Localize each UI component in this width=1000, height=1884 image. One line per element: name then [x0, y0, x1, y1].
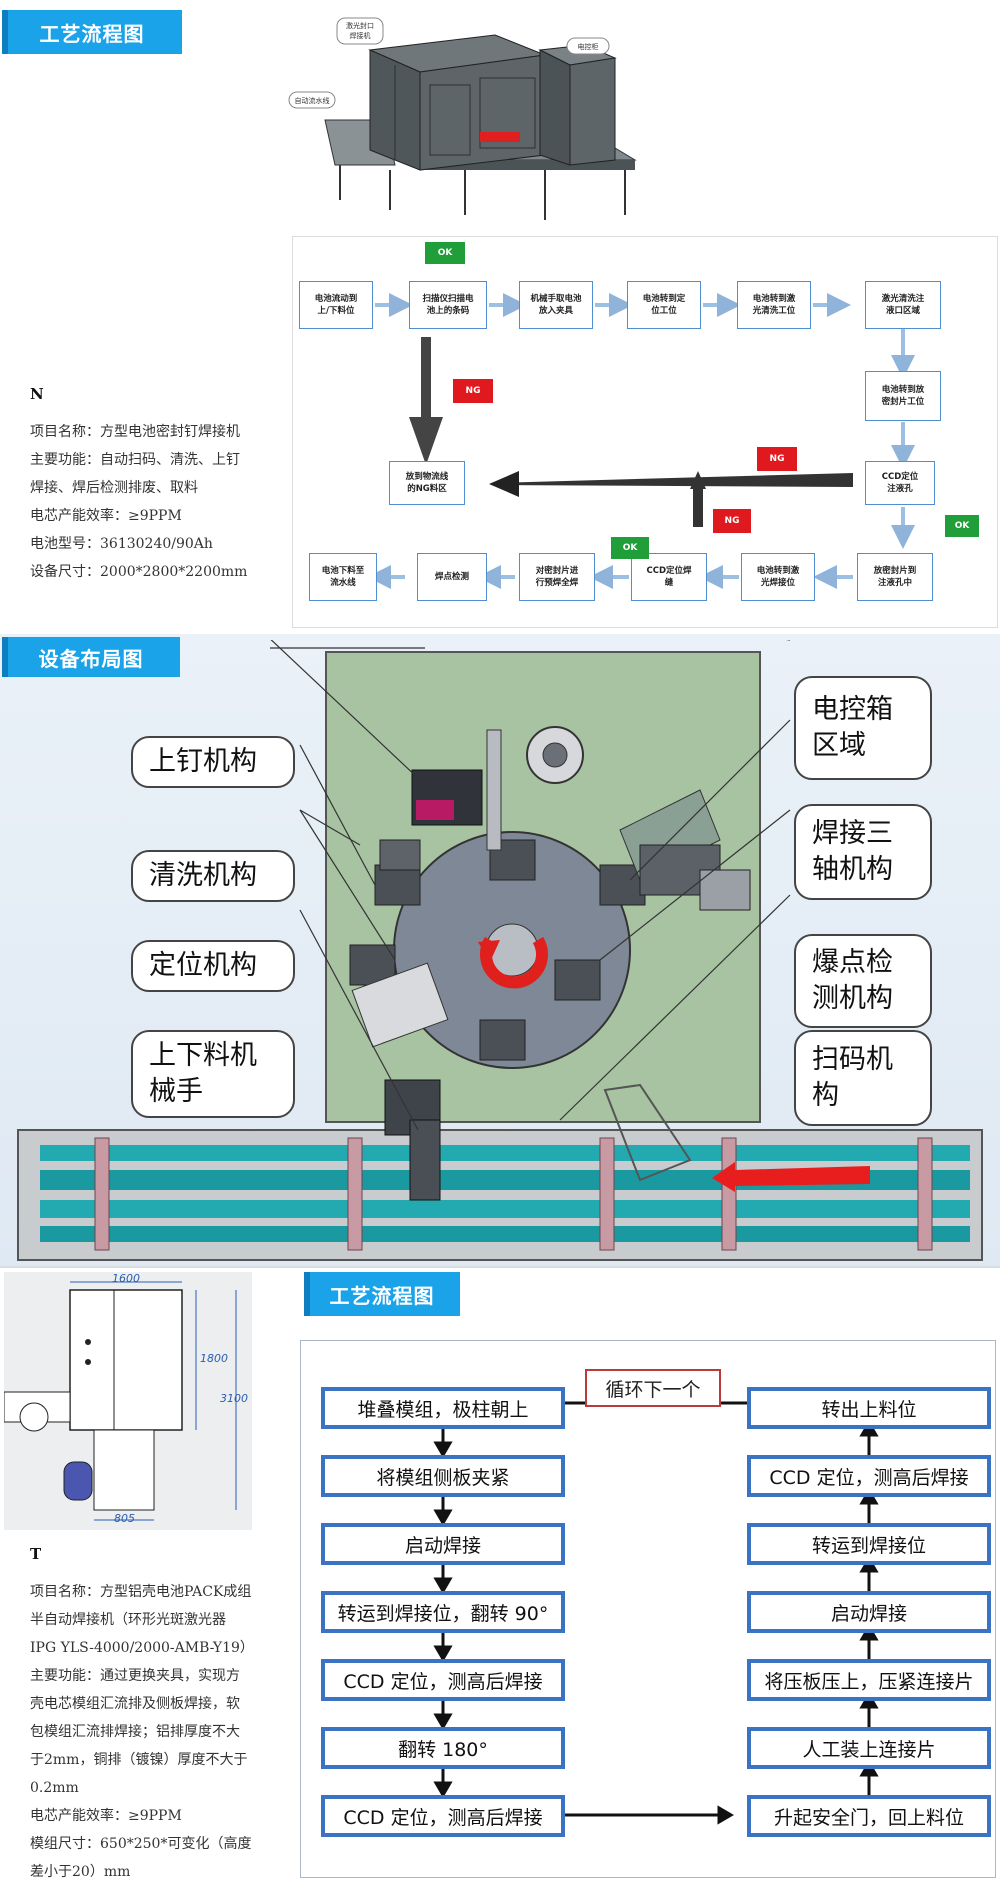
ok-badge: OK	[425, 242, 465, 264]
info-line: 电池型号：36130240/90Ah	[30, 536, 213, 552]
flow2-left-step-6: 翻转 180°	[321, 1727, 565, 1769]
info-line: 于2mm，铜排（镀镍）厚度不大于	[30, 1752, 248, 1768]
info-line: IPG YLS-4000/2000-AMB-Y19）	[30, 1640, 254, 1656]
label-welder-1: 激光封口	[346, 21, 374, 30]
callout-weld-detect: 爆点检 测机构	[794, 934, 932, 1028]
flow-step-2: 扫描仪扫描电 池上的条码	[409, 281, 487, 329]
flow-arrows	[367, 293, 915, 589]
flow2-right-step-6: 人工装上连接片	[747, 1727, 991, 1769]
flow-step-13: 焊点检测	[417, 553, 487, 601]
flow2-right-step-1: 转出上料位	[747, 1387, 991, 1429]
flow-step-3: 机械手取电池 放入夹具	[519, 281, 593, 329]
info-line: 壳电芯模组汇流排及侧板焊接，软	[30, 1696, 240, 1712]
dim-width: 1600	[112, 1272, 140, 1285]
flow-step-8: CCD定位 注液孔	[865, 461, 935, 505]
info-line: 电芯产能效率：≥9PPM	[30, 508, 182, 524]
flow-step-12: 对密封片进 行预焊全焊	[519, 553, 595, 601]
ok-badge: OK	[945, 515, 979, 537]
flow2-left-step-5: CCD 定位，测高后焊接	[321, 1659, 565, 1701]
label-welder-2: 焊接机	[350, 31, 371, 40]
ng-badge: NG	[757, 447, 797, 471]
section-tag-layout: 设备布局图	[2, 637, 180, 677]
flow-step-1: 电池流动到 上/下料位	[299, 281, 373, 329]
flow2-left-step-4: 转运到焊接位，翻转 90°	[321, 1591, 565, 1633]
flow2-right-step-7: 升起安全门，回上料位	[747, 1795, 991, 1837]
info-line: 0.2mm	[30, 1780, 79, 1796]
info-line: 焊接、焊后检测排废、取料	[30, 480, 198, 496]
callout-clean-mechanism: 清洗机构	[131, 850, 295, 902]
ok-badge: OK	[611, 537, 649, 559]
process-flowchart-1: 电池流动到 上/下料位 扫描仪扫描电 池上的条码 机械手取电池 放入夹具 电池转…	[292, 236, 998, 628]
flow-step-ng: 放到物流线 的NG料区	[389, 461, 465, 505]
machine-dimension-drawing: 1600 1800 3100 805	[3, 1272, 252, 1530]
dim-height-1: 1800	[200, 1352, 228, 1365]
flow2-left-step-3: 启动焊接	[321, 1523, 565, 1565]
label-line: 自动流水线	[295, 96, 330, 105]
info-line: 设备尺寸：2000*2800*2200mm	[30, 564, 248, 580]
info-line: 模组尺寸：650*250*可变化（高度	[30, 1836, 252, 1852]
flow-step-5: 电池转到激 光清洗工位	[737, 281, 811, 329]
info-line: 项目名称：方型电池密封钉焊接机	[30, 424, 240, 440]
project-info-t: T 项目名称：方型铝壳电池PACK成组 半自动焊接机（环形光斑激光器 IPG Y…	[30, 1540, 280, 1884]
info-line: 包模组汇流排焊接；铝排厚度不大	[30, 1724, 240, 1740]
info-line: 差小于20）mm	[30, 1864, 131, 1880]
flow-step-4: 电池转到定 位工位	[627, 281, 701, 329]
callout-scan-mechanism: 扫码机 构	[794, 1030, 932, 1126]
info-line: 项目名称：方型铝壳电池PACK成组	[30, 1584, 252, 1600]
machine-illustration: 激光封口 焊接机 电控柜 自动流水线	[285, 10, 670, 232]
info-line: 半自动焊接机（环形光斑激光器	[30, 1612, 226, 1628]
flow-step-10: 电池转到激 光焊接位	[741, 553, 815, 601]
flow2-right-step-2: CCD 定位，测高后焊接	[747, 1455, 991, 1497]
info-line: 主要功能：自动扫码、清洗、上钉	[30, 452, 240, 468]
process-flowchart-2: 循环下一个 堆叠模组，极柱朝上 将模组侧板夹紧 启动焊接 转运到焊接位，翻转 9…	[300, 1340, 996, 1878]
callout-robot-arm: 上下料机 械手	[131, 1030, 295, 1118]
callout-pin-mechanism: 上钉机构	[131, 736, 295, 788]
flow2-right-step-5: 将压板压上，压紧连接片	[747, 1659, 991, 1701]
equipment-layout-drawing	[0, 619, 1000, 1266]
flow2-right-step-4: 启动焊接	[747, 1591, 991, 1633]
label-cabinet: 电控柜	[578, 42, 599, 51]
dim-height-2: 3100	[220, 1392, 248, 1405]
flow2-right-step-3: 转运到焊接位	[747, 1523, 991, 1565]
flow2-left-step-1: 堆叠模组，极柱朝上	[321, 1387, 565, 1429]
section-tag-process-2: 工艺流程图	[304, 1272, 460, 1316]
info-line: 电芯产能效率：≥9PPM	[30, 1808, 182, 1824]
flow-step-11: CCD定位焊 缝	[631, 553, 707, 601]
dim-base: 805	[114, 1512, 135, 1525]
callout-electric-cabinet: 电控箱 区域	[794, 676, 932, 780]
flow2-left-step-2: 将模组侧板夹紧	[321, 1455, 565, 1497]
project-code: N	[30, 385, 44, 403]
project-code: T	[30, 1545, 42, 1563]
info-line: 主要功能：通过更换夹具，实现方	[30, 1668, 240, 1684]
flow2-left-step-7: CCD 定位，测高后焊接	[321, 1795, 565, 1837]
project-info-n: N 项目名称：方型电池密封钉焊接机 主要功能：自动扫码、清洗、上钉 焊接、焊后检…	[30, 380, 290, 586]
callout-locate-mechanism: 定位机构	[131, 940, 295, 992]
flow-step-7: 电池转到放 密封片工位	[865, 371, 941, 421]
section-tag-process-1: 工艺流程图	[2, 10, 182, 54]
section3-divider	[0, 1266, 1000, 1268]
ng-badge: NG	[453, 379, 493, 403]
flow-step-9: 放密封片到 注液孔中	[857, 553, 933, 601]
callout-weld-3axis: 焊接三 轴机构	[794, 804, 932, 900]
loop-next-label: 循环下一个	[585, 1369, 721, 1407]
flow-step-14: 电池下料至 流水线	[309, 553, 377, 601]
flow-step-6: 激光清洗注 液口区域	[865, 281, 941, 329]
ng-badge: NG	[713, 509, 751, 533]
